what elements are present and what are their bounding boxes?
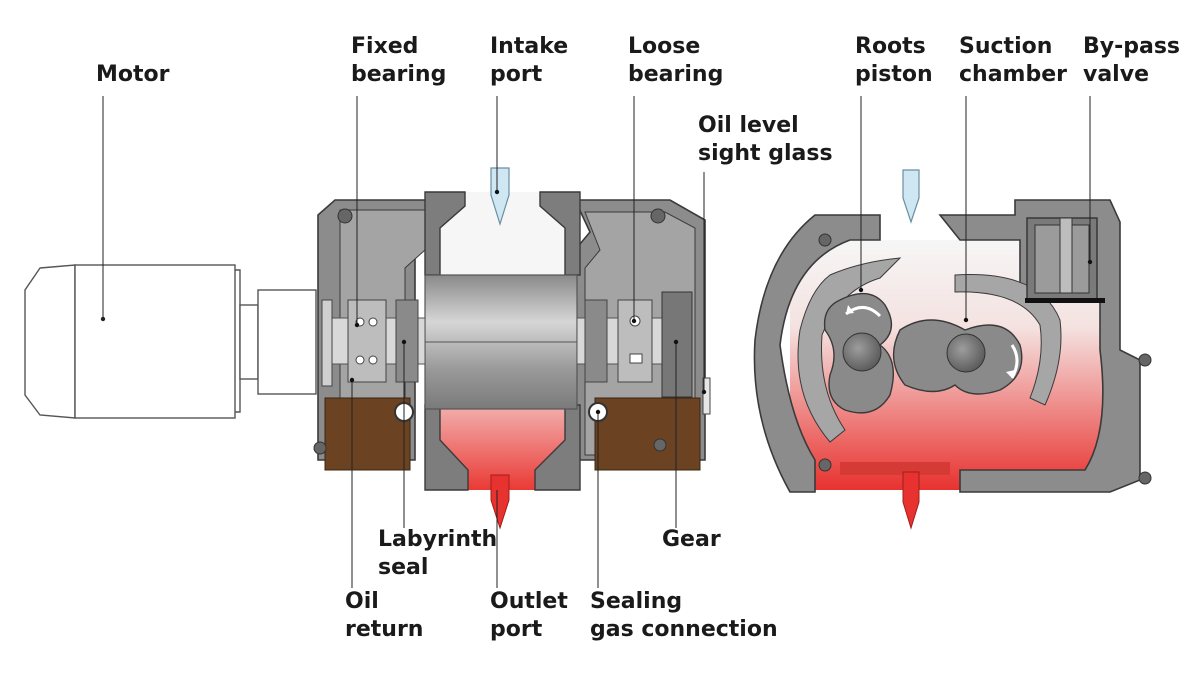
motor (24, 264, 317, 419)
leader-dots (349, 189, 1093, 415)
leader-lines (102, 96, 1091, 588)
label-motor: Motor (96, 62, 170, 87)
pump-longitudinal-section (313, 167, 711, 530)
pump-cross-section (753, 169, 1152, 530)
label-gear: Gear (662, 527, 721, 552)
